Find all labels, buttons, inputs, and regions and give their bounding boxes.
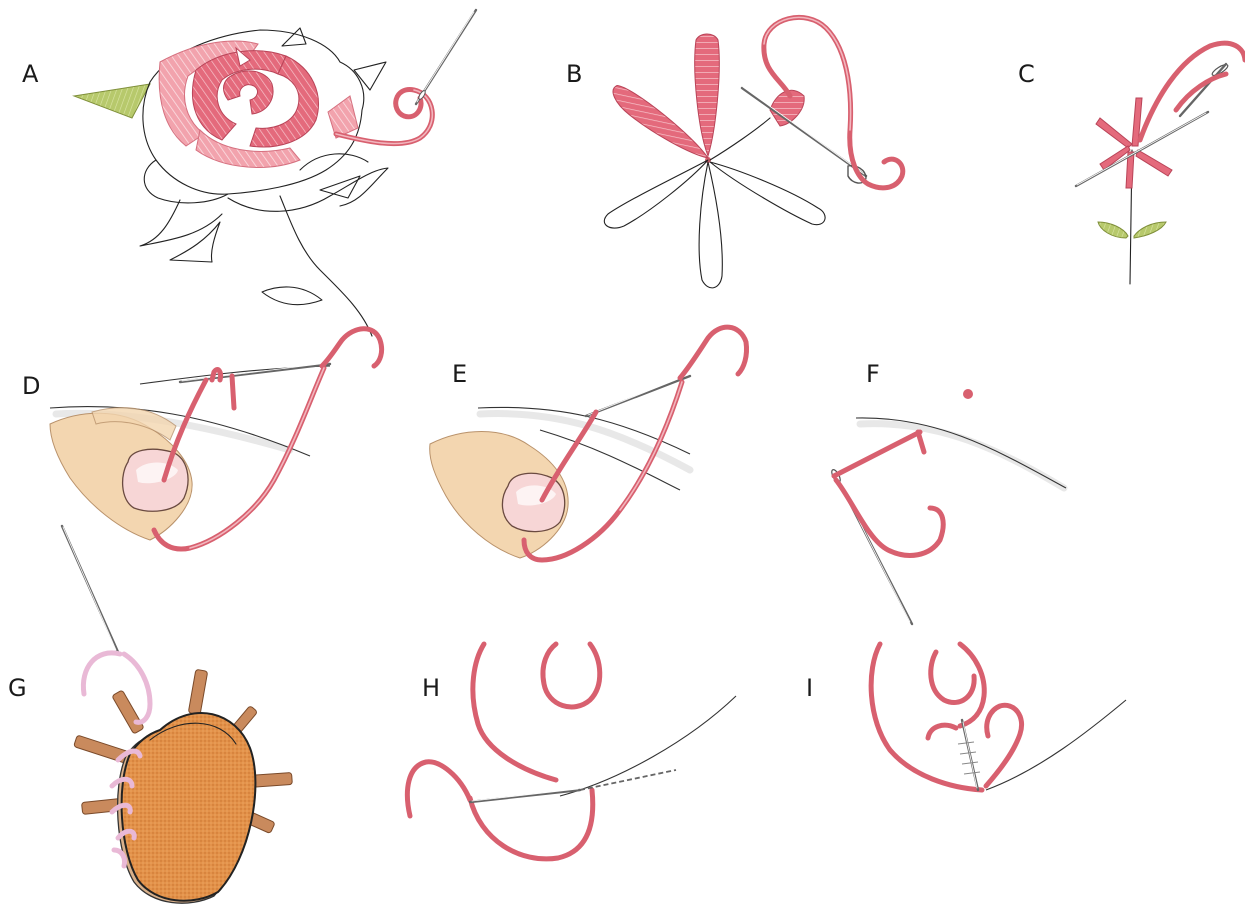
panel-f-pull-through <box>830 389 1066 624</box>
panel-a-rose <box>74 10 476 336</box>
panel-c-small-flower <box>1076 43 1245 284</box>
panel-h-scroll <box>407 644 736 859</box>
thread-dot <box>963 389 973 399</box>
panel-d-thumb-thread <box>50 329 382 549</box>
panel-b-lazy-daisy <box>604 17 903 287</box>
leaf-shape <box>74 84 150 118</box>
panel-e-thumb-thread <box>430 327 747 560</box>
panel-i-scroll <box>871 644 1126 790</box>
panel-g-felt <box>62 526 292 903</box>
